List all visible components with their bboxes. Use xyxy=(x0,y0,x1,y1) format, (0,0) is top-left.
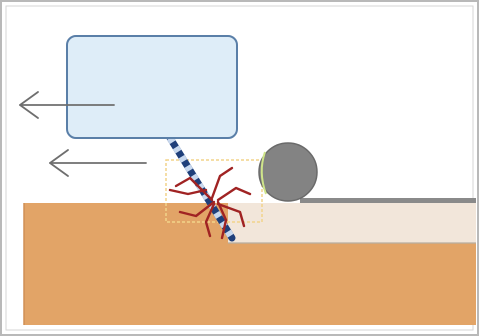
roller xyxy=(259,143,317,201)
rail xyxy=(300,198,476,203)
cut-surface xyxy=(228,203,476,243)
load-block xyxy=(67,36,237,138)
